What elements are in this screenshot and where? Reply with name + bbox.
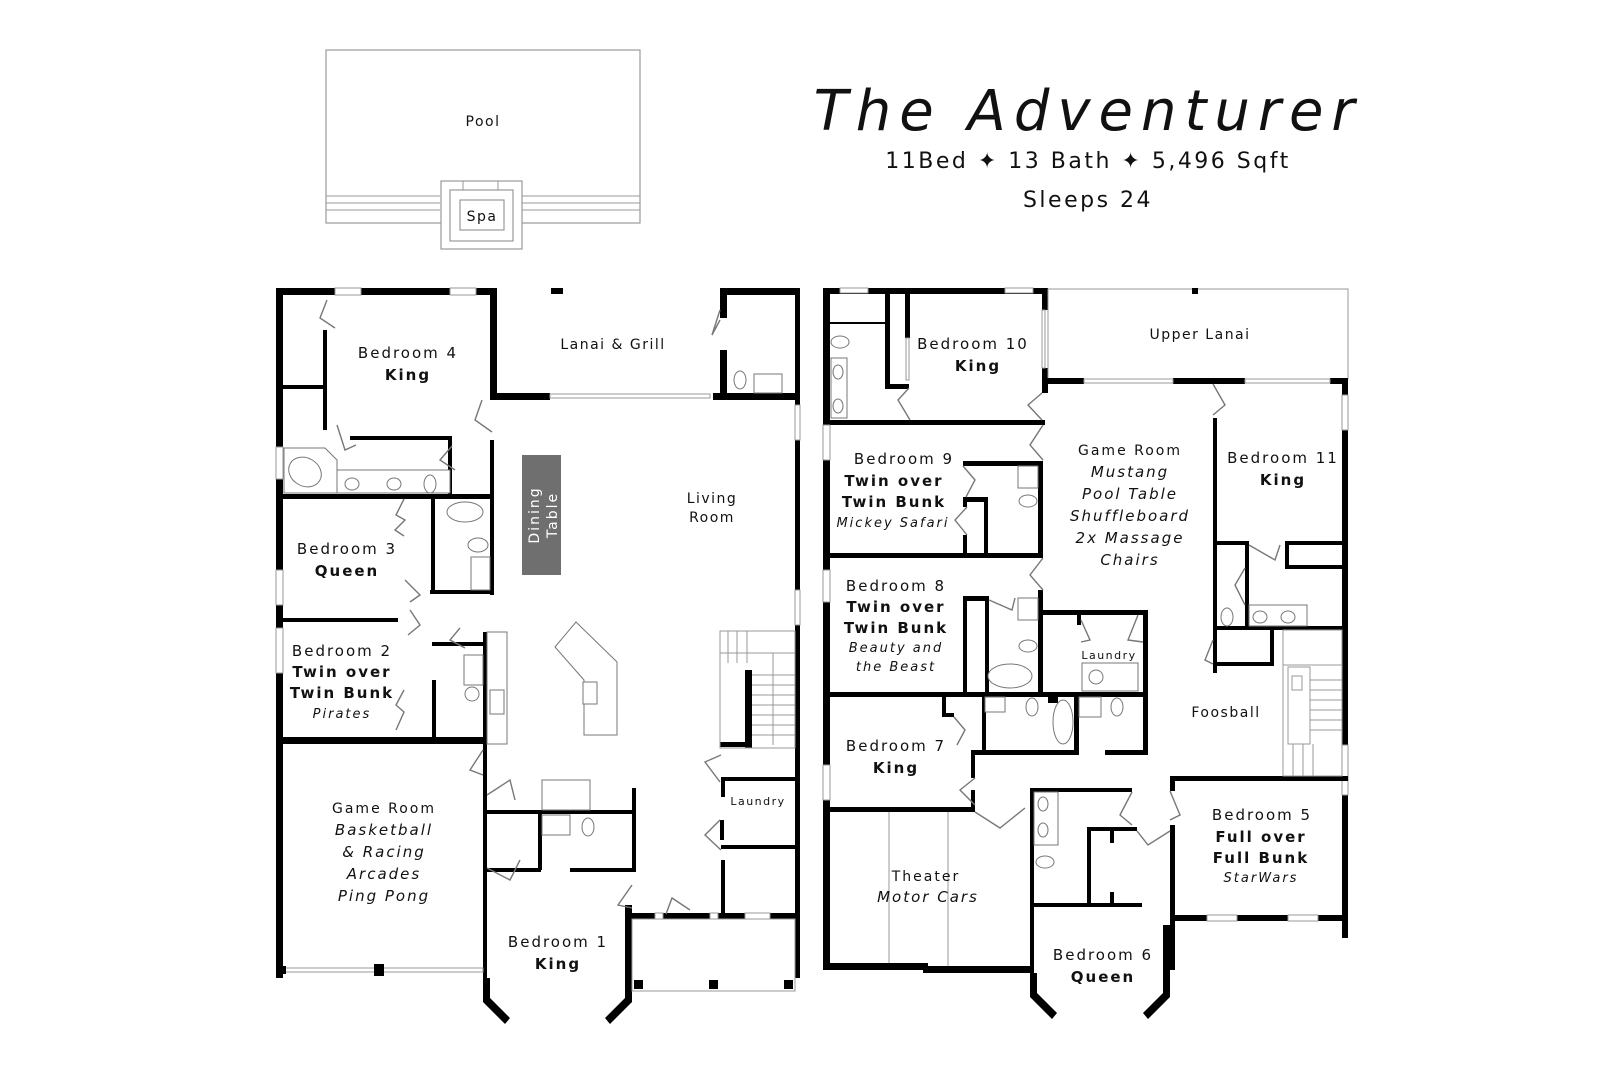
lanai-label: Lanai & Grill <box>560 337 665 353</box>
bedroom1-name: Bedroom 1 <box>508 933 608 951</box>
game-room-feature-1: Basketball <box>335 821 433 839</box>
bedroom5-bed-1: Full over <box>1215 828 1306 846</box>
property-stats: 11Bed ✦ 13 Bath ✦ 5,496 Sqft <box>885 149 1290 174</box>
bedroom5-theme: StarWars <box>1224 871 1299 886</box>
game-room-name: Game Room <box>332 801 436 817</box>
bedroom8-theme-2: the Beast <box>856 660 936 675</box>
bedroom6-name: Bedroom 6 <box>1053 946 1153 964</box>
bedroom8-bed-2: Twin Bunk <box>844 619 948 637</box>
upper-game-feature-2: Pool Table <box>1082 485 1178 503</box>
bedroom9-bed-1: Twin over <box>844 472 943 490</box>
game-room-feature-2: & Racing <box>342 843 426 861</box>
game-room-feature-3: Arcades <box>346 865 421 883</box>
theater-theme: Motor Cars <box>877 888 979 906</box>
bedroom7-name: Bedroom 7 <box>846 737 946 755</box>
ground-floor-labels: Lanai & Grill Living Room Laundry Bedroo… <box>290 337 785 973</box>
upper-lanai-label: Upper Lanai <box>1149 327 1250 343</box>
dining-table <box>522 455 561 575</box>
theater-name: Theater <box>891 869 960 885</box>
upper-floor <box>822 287 1349 1019</box>
living-label-2: Room <box>689 510 735 526</box>
bedroom3-bed: Queen <box>315 562 379 580</box>
dining-label-2: Table <box>545 492 561 539</box>
upper-game-feature-1: Mustang <box>1091 463 1169 481</box>
bedroom5-name: Bedroom 5 <box>1212 806 1312 824</box>
property-sleeps: Sleeps 24 <box>1023 188 1153 213</box>
bedroom5-bed-2: Full Bunk <box>1213 849 1309 867</box>
bedroom8-bed-1: Twin over <box>846 598 945 616</box>
living-label-1: Living <box>687 491 738 507</box>
upper-game-room-name: Game Room <box>1078 443 1182 459</box>
pool-area: Pool Spa <box>325 49 641 250</box>
upper-floor-labels: Upper Lanai Bedroom 10 King Bedroom 9 Tw… <box>836 327 1339 986</box>
bedroom9-name: Bedroom 9 <box>854 450 954 468</box>
spa-label: Spa <box>467 209 498 225</box>
bedroom2-bed-2: Twin Bunk <box>290 684 394 702</box>
ground-floor: Dining Table <box>275 287 801 1024</box>
upper-laundry-label: Laundry <box>1081 649 1136 662</box>
bedroom3-name: Bedroom 3 <box>297 540 397 558</box>
bedroom1-bed: King <box>535 955 581 973</box>
bedroom8-name: Bedroom 8 <box>846 577 946 595</box>
property-title: The Adventurer <box>814 79 1363 144</box>
laundry-label: Laundry <box>730 795 785 808</box>
dining-label-1: Dining <box>527 486 543 543</box>
bedroom9-theme: Mickey Safari <box>836 516 949 531</box>
foosball-label: Foosball <box>1191 705 1260 721</box>
bedroom9-bed-2: Twin Bunk <box>842 493 946 511</box>
bedroom7-bed: King <box>873 759 919 777</box>
bedroom10-bed: King <box>955 357 1001 375</box>
upper-game-feature-5: Chairs <box>1100 551 1159 569</box>
bedroom2-theme: Pirates <box>313 707 372 722</box>
bedroom10-name: Bedroom 10 <box>917 335 1029 353</box>
bedroom4-bed: King <box>385 366 431 384</box>
bedroom2-bed-1: Twin over <box>292 663 391 681</box>
bedroom2-name: Bedroom 2 <box>292 642 392 660</box>
game-room-feature-4: Ping Pong <box>338 887 430 905</box>
bedroom11-name: Bedroom 11 <box>1227 449 1339 467</box>
pool-label: Pool <box>466 114 501 130</box>
bedroom8-theme-1: Beauty and <box>849 641 944 656</box>
upper-game-feature-4: 2x Massage <box>1076 529 1185 547</box>
bedroom6-bed: Queen <box>1071 968 1135 986</box>
upper-game-feature-3: Shuffleboard <box>1070 507 1190 525</box>
bedroom11-bed: King <box>1260 471 1306 489</box>
bedroom4-name: Bedroom 4 <box>358 344 458 362</box>
